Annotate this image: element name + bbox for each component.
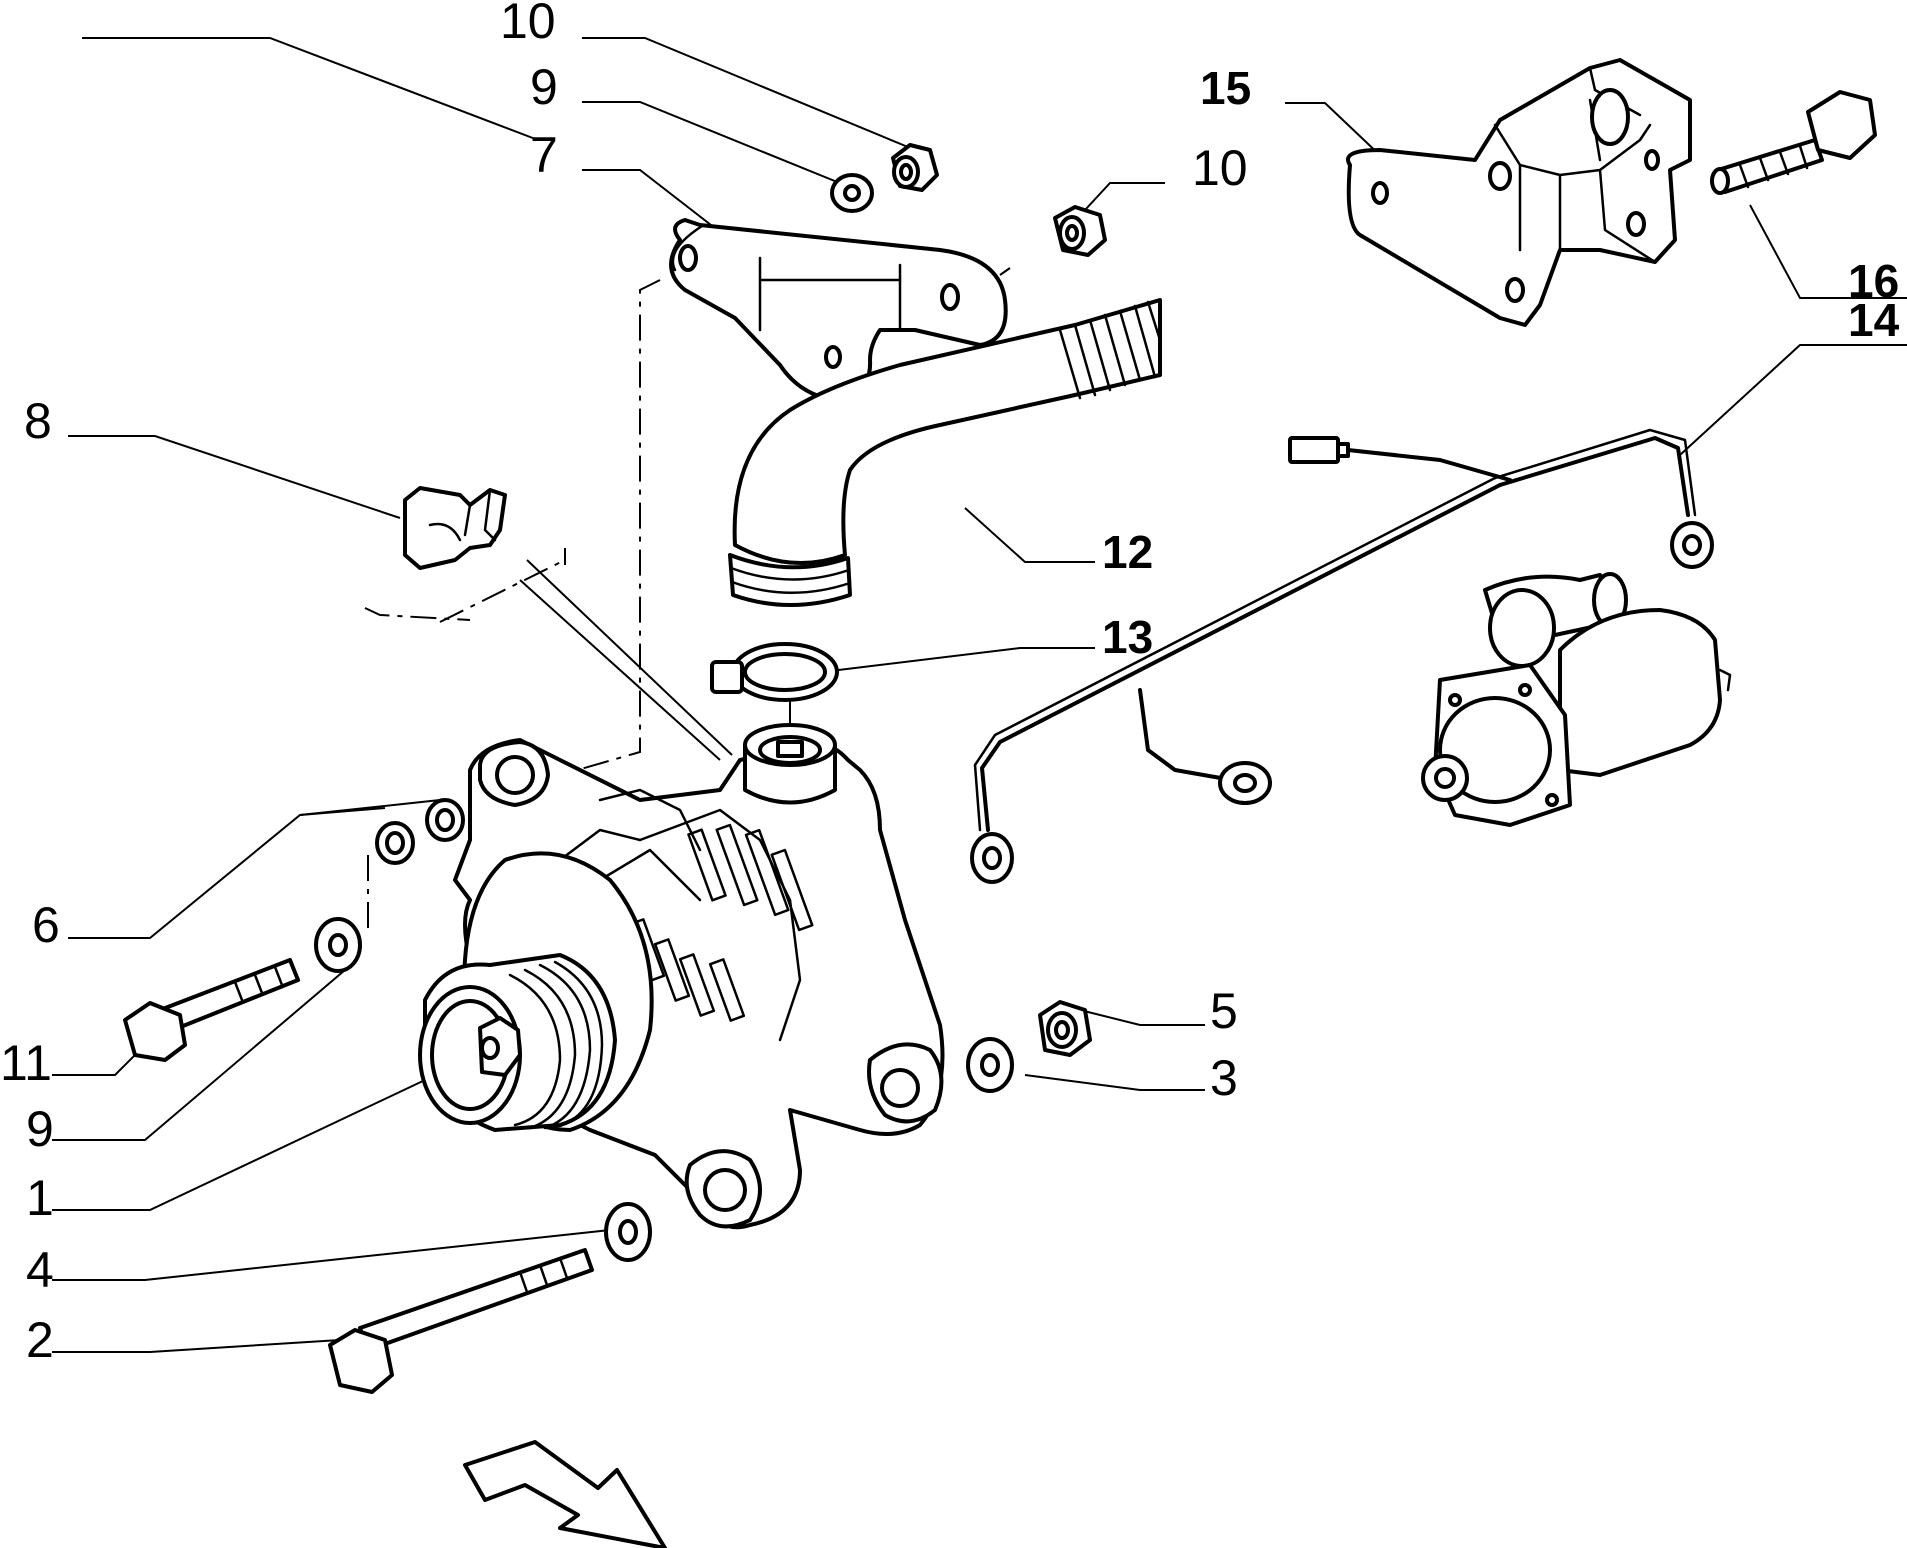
nut-10-right bbox=[1053, 205, 1107, 257]
alternator-1 bbox=[418, 723, 945, 1230]
mount-15 bbox=[1346, 58, 1692, 327]
callout-10-right: 10 bbox=[1192, 140, 1248, 196]
clamp-13 bbox=[710, 642, 839, 702]
spacer-6a bbox=[375, 821, 415, 865]
bolt-16 bbox=[1710, 90, 1877, 195]
callout-5: 5 bbox=[1210, 983, 1238, 1039]
washer-3 bbox=[966, 1037, 1014, 1093]
callout-16: 16 bbox=[1848, 255, 1899, 307]
callout-10-top: 10 bbox=[500, 0, 556, 49]
starter-motor bbox=[1421, 572, 1732, 827]
nut-10-top bbox=[891, 143, 939, 192]
callout-15: 15 bbox=[1200, 62, 1251, 114]
bolt-11 bbox=[123, 958, 300, 1062]
callout-8: 8 bbox=[24, 393, 52, 449]
callout-9-top: 9 bbox=[530, 59, 558, 115]
bracket-7 bbox=[669, 218, 1008, 402]
leader-lines bbox=[52, 37, 1907, 1353]
spacer-5 bbox=[1038, 1000, 1092, 1057]
hose-12 bbox=[728, 298, 1162, 607]
washer-9-left bbox=[314, 917, 362, 973]
callout-6: 6 bbox=[32, 897, 60, 953]
washer-4 bbox=[604, 1202, 652, 1262]
clip-8 bbox=[403, 486, 507, 570]
callout-4: 4 bbox=[26, 1242, 54, 1298]
callout-11: 11 bbox=[0, 1035, 52, 1091]
direction-arrow-icon bbox=[463, 1440, 667, 1548]
harness-14 bbox=[970, 428, 1714, 884]
callout-7: 7 bbox=[530, 127, 558, 183]
callout-labels: 10 9 7 10 15 16 14 8 12 13 6 5 3 11 9 1 … bbox=[0, 0, 1900, 1368]
washer-9-top bbox=[830, 173, 874, 213]
callout-12: 12 bbox=[1102, 526, 1153, 578]
callout-1: 1 bbox=[26, 1170, 54, 1226]
callout-9-left: 9 bbox=[26, 1101, 54, 1157]
callout-14: 14 bbox=[1848, 294, 1900, 346]
callout-13: 13 bbox=[1102, 611, 1153, 663]
callout-3: 3 bbox=[1210, 1050, 1238, 1106]
callout-2: 2 bbox=[26, 1312, 54, 1368]
spacer-6b bbox=[425, 798, 465, 842]
bolt-2 bbox=[328, 1248, 594, 1394]
